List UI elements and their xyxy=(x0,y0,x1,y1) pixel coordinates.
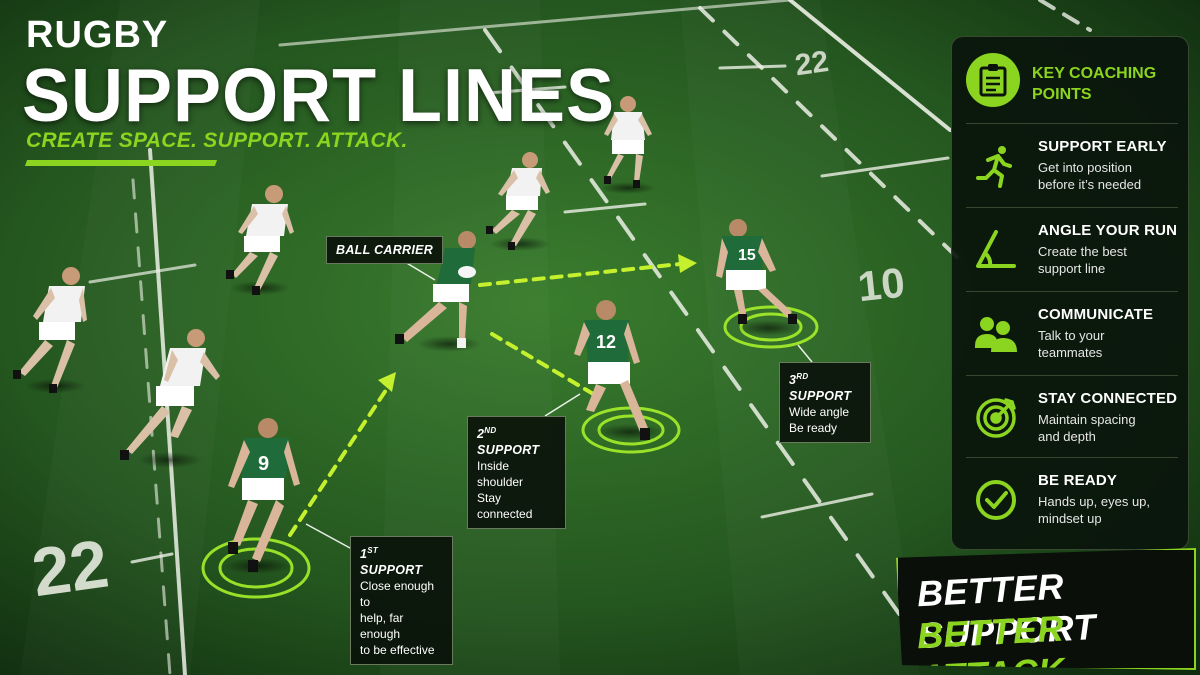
title-rugby: RUGBY xyxy=(26,14,169,56)
point-title: COMMUNICATE xyxy=(1038,306,1154,323)
point-desc: Hands up, eyes up,mindset up xyxy=(1038,494,1151,526)
coaching-points-panel: KEY COACHING POINTS SUPPORT EARLY Get in… xyxy=(951,36,1189,550)
label-2nd-support: 2ND SUPPORT Inside shoulder Stay connect… xyxy=(467,416,566,530)
white-team xyxy=(13,96,656,468)
player-green-12: 12 xyxy=(574,300,664,440)
jersey-number-12: 12 xyxy=(596,332,616,352)
player-green-9: 9 xyxy=(224,418,300,574)
label-ball-carrier: BALL CARRIER xyxy=(326,236,444,264)
arrow-2nd-support xyxy=(490,332,602,400)
player-white-5 xyxy=(120,329,220,468)
panel-heading-1: KEY COACHING xyxy=(1032,65,1157,82)
dashed-line-right xyxy=(698,6,962,262)
check-circle-icon xyxy=(970,474,1022,526)
arrow-1st-support xyxy=(288,382,392,537)
label-3rd-support: 3RD SUPPORT Wide angle Be ready xyxy=(779,362,871,444)
ring-3rd-support xyxy=(723,305,819,349)
jersey-number-9: 9 xyxy=(258,453,269,475)
ring-1st-support xyxy=(201,537,311,599)
point-title: STAY CONNECTED xyxy=(1038,390,1178,407)
support2-heading: 2ND SUPPORT xyxy=(477,426,540,458)
clipboard-icon xyxy=(966,53,1020,107)
support2-desc-2: Stay connected xyxy=(477,491,533,522)
field-number-22-bottom: 22 xyxy=(27,526,112,612)
line-top xyxy=(278,0,792,47)
target-icon xyxy=(970,392,1022,444)
player-green-15: 15 xyxy=(716,219,800,336)
field-number-10: 10 xyxy=(856,259,907,311)
panel-heading-2: POINTS xyxy=(1032,86,1092,103)
player-ball-carrier xyxy=(395,231,481,352)
angle-icon xyxy=(970,224,1022,276)
support1-desc-3: to be effective xyxy=(360,643,435,658)
arrow-3rd-support xyxy=(478,262,682,287)
field-number-22-top: 22 xyxy=(793,45,831,82)
line-22-right xyxy=(788,0,952,132)
support1-desc-1: Close enough to xyxy=(360,579,435,610)
support3-heading: 3RD SUPPORT xyxy=(789,372,852,404)
tagline: CREATE SPACE. SUPPORT. ATTACK. xyxy=(26,129,408,152)
tagline-underline xyxy=(24,160,218,166)
point-title: BE READY xyxy=(1038,472,1118,489)
support-arrows xyxy=(288,254,697,537)
player-white-2 xyxy=(486,152,550,251)
leader-lines xyxy=(305,261,813,549)
support1-heading: 1ST SUPPORT xyxy=(360,546,423,578)
green-team: 9 12 15 xyxy=(224,219,800,574)
arrowhead-1st xyxy=(378,372,396,392)
panel-header: KEY COACHING POINTS xyxy=(966,53,1178,111)
point-title: ANGLE YOUR RUN xyxy=(1038,222,1178,239)
point-be-ready: BE READY Hands up, eyes up,mindset up xyxy=(966,457,1178,537)
support3-desc-1: Wide angle xyxy=(789,405,850,420)
title-support-lines: SUPPORT LINES xyxy=(22,53,616,138)
player-white-1 xyxy=(600,96,656,194)
line-top-right xyxy=(1038,0,1092,32)
player-white-3 xyxy=(226,185,294,295)
ball-carrier-heading: BALL CARRIER xyxy=(336,243,434,257)
slogan-box: BETTER SUPPORT BETTER ATTACK xyxy=(896,548,1196,670)
dashed-line-center xyxy=(483,28,902,617)
people-icon xyxy=(970,308,1022,360)
support2-desc-1: Inside shoulder xyxy=(477,459,524,490)
jersey-number-15: 15 xyxy=(738,247,756,264)
label-1st-support: 1ST SUPPORT Close enough to help, far en… xyxy=(350,536,453,666)
player-white-4 xyxy=(13,267,87,393)
support3-desc-2: Be ready xyxy=(789,421,838,436)
support1-desc-2: help, far enough xyxy=(360,611,404,642)
point-title: SUPPORT EARLY xyxy=(1038,138,1167,155)
running-person-icon xyxy=(970,140,1022,192)
arrowhead-3rd xyxy=(678,254,697,273)
